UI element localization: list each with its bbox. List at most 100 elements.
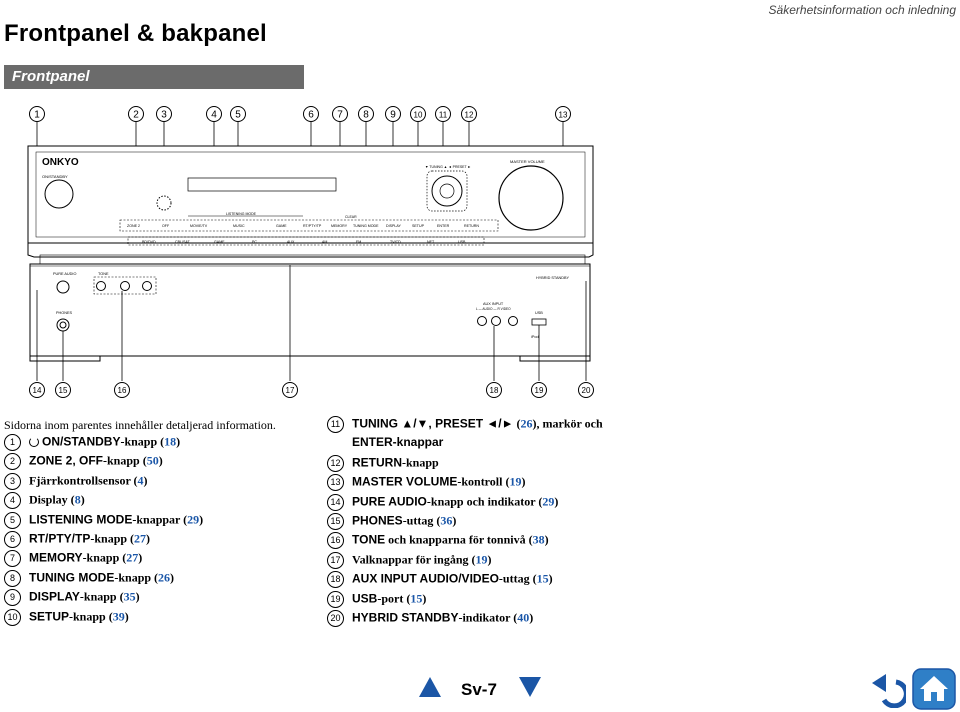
page-link[interactable]: 40 <box>517 610 530 625</box>
callout-16: 16 <box>118 386 127 395</box>
sel-game-label: GAME <box>214 240 225 244</box>
btn-enter-label: ENTER <box>437 224 450 228</box>
legend-number: 15 <box>327 512 344 530</box>
page-link[interactable]: 19 <box>475 552 488 567</box>
on-standby-button[interactable] <box>44 179 74 209</box>
hybrid-standby-label: HYBRID STANDBY <box>536 276 570 280</box>
legend-number: 16 <box>327 532 344 550</box>
callout-18: 18 <box>490 386 499 395</box>
receiver-upper-body: ONKYO ON/STANDBY MASTER VOLUME ▼ TUNING … <box>27 145 594 246</box>
legend-number: 20 <box>327 609 344 627</box>
receiver-lower-body: PURE AUDIO TONE HYBRID STANDBY PHONES AU… <box>27 243 594 362</box>
legend-term: AUX INPUT AUDIO/VIDEO <box>352 571 499 586</box>
clear-label: CLEAR <box>345 215 357 219</box>
home-icon[interactable] <box>912 668 956 710</box>
callout-3: 3 <box>161 110 167 121</box>
remote-sensor <box>156 195 172 211</box>
legend-number: 7 <box>4 550 21 568</box>
input-selector-row: BD/DVD CBL/SAT GAME PC AUX AM FM TV/CD N… <box>142 240 466 244</box>
legend-desc: -uttag ( <box>498 571 537 586</box>
page-link[interactable]: 26 <box>520 416 533 431</box>
phones-jack[interactable] <box>56 318 70 332</box>
tuning-preset-label: ▼ TUNING ▲ ◄ PRESET ► <box>425 165 471 169</box>
callout-numbers-bottom: 14 15 16 17 18 19 20 <box>29 382 594 398</box>
legend-desc-end: ) <box>422 591 427 606</box>
legend-term: MASTER VOLUME <box>352 474 458 489</box>
page-link[interactable]: 50 <box>146 454 159 469</box>
callout-9: 9 <box>390 110 396 121</box>
page-link[interactable]: 35 <box>123 589 136 604</box>
page-link[interactable]: 19 <box>509 474 522 489</box>
legend-number: 14 <box>327 493 344 511</box>
legend-desc: -knapp ( <box>79 589 124 604</box>
callout-5: 5 <box>235 110 241 121</box>
callout-11: 11 <box>439 111 448 120</box>
callout-12: 12 <box>465 111 474 120</box>
page-link[interactable]: 15 <box>410 591 423 606</box>
back-arrow-icon[interactable] <box>866 670 906 708</box>
page-link[interactable]: 15 <box>536 571 549 586</box>
legend-desc-end: ) <box>548 571 553 586</box>
legend-number: 11 <box>327 416 344 433</box>
sel-cblsat-label: CBL/SAT <box>175 240 191 244</box>
page-link[interactable]: 36 <box>440 513 453 528</box>
sel-pc-label: PC <box>252 240 257 244</box>
legend-term: MEMORY <box>29 551 83 566</box>
page-link[interactable]: 18 <box>164 434 177 449</box>
legend-desc-end: ) <box>146 531 151 546</box>
sel-tvcd-label: TV/CD <box>390 240 401 244</box>
callout-8: 8 <box>363 110 369 121</box>
legend-desc: -knappar ( <box>132 512 188 527</box>
display-window <box>187 177 337 192</box>
sel-bddvd-label: BD/DVD <box>142 240 156 244</box>
legend-term: RT/PTY/TP <box>29 531 91 546</box>
legend-number: 6 <box>4 530 21 548</box>
ipod-label: iPod <box>531 335 539 339</box>
page-link[interactable]: 8 <box>74 492 81 507</box>
aux-input-label: AUX INPUT <box>483 302 504 306</box>
page-link[interactable]: 29 <box>187 512 200 527</box>
sel-net-label: NET <box>427 240 435 244</box>
legend-term: LISTENING MODE <box>29 512 133 527</box>
legend-desc: Display ( <box>29 492 75 507</box>
callout-19: 19 <box>535 386 544 395</box>
legend-number: 8 <box>4 569 21 587</box>
page-link[interactable]: 4 <box>137 473 144 488</box>
callout-4: 4 <box>211 110 217 121</box>
legend-desc: Fjärrkontrollsensor ( <box>29 473 138 488</box>
next-page-button[interactable] <box>518 676 542 698</box>
master-volume-knob[interactable] <box>498 165 564 231</box>
legend-desc: -indikator ( <box>458 610 518 625</box>
callout-20: 20 <box>582 386 591 395</box>
section-header: Frontpanel <box>4 65 304 89</box>
btn-memory-label: MEMORY <box>331 224 348 228</box>
pure-audio-button[interactable] <box>56 280 70 294</box>
page-link[interactable]: 26 <box>158 570 171 585</box>
on-standby-label: ON/STANDBY <box>42 174 68 179</box>
legend-item-continued: ENTER-knappar <box>327 435 603 454</box>
page-link[interactable]: 27 <box>134 531 147 546</box>
page-link[interactable]: 27 <box>126 551 139 566</box>
legend-desc-end: ) <box>452 513 457 528</box>
usb-port[interactable] <box>531 318 547 326</box>
prev-page-button[interactable] <box>418 676 442 698</box>
legend-term: PURE AUDIO <box>352 494 427 509</box>
legend-term: DISPLAY <box>29 589 80 604</box>
tuning-preset-cross-key[interactable] <box>431 175 463 207</box>
page-link[interactable]: 39 <box>112 609 125 624</box>
page-link[interactable]: 29 <box>542 494 555 509</box>
legend-desc-end: ) <box>544 533 549 548</box>
page-link[interactable]: 38 <box>532 533 545 548</box>
legend-desc: -uttag ( <box>402 513 441 528</box>
legend-desc: -knapp ( <box>90 531 135 546</box>
sel-usb-label: USB <box>458 240 466 244</box>
